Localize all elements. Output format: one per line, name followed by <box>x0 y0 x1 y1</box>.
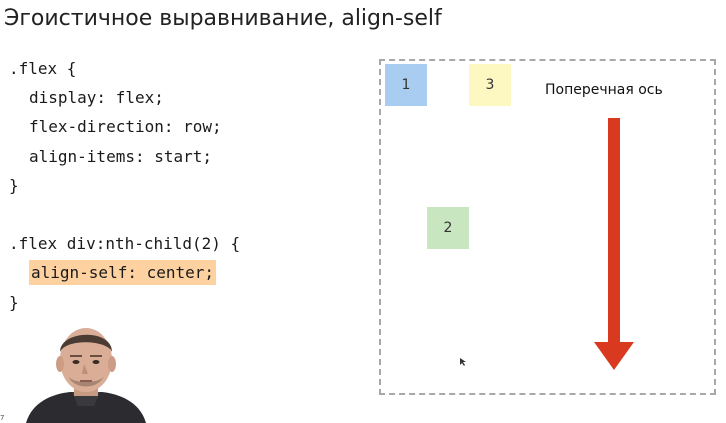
code-line-display: display: flex; <box>29 88 164 108</box>
flex-demo-container <box>379 59 716 395</box>
flex-item-3: 3 <box>469 64 511 106</box>
mouse-cursor-icon <box>460 358 466 366</box>
code-line-align-self: align-self: center; <box>9 258 349 287</box>
code-block: .flex { display: flex; flex-direction: r… <box>9 54 349 317</box>
code-line-close-brace-2: } <box>9 292 19 312</box>
cross-axis-arrow-icon <box>594 118 634 370</box>
code-line-align-items: align-items: start; <box>29 146 213 166</box>
edge-mark: 7 <box>0 414 5 422</box>
code-highlight: align-self: center; <box>29 260 217 286</box>
cross-axis-label: Поперечная ось <box>545 82 663 98</box>
code-line-close-brace: } <box>9 175 19 195</box>
code-line-flex-direction: flex-direction: row; <box>29 117 222 137</box>
slide-title: Эгоистичное выравнивание, align-self <box>4 6 442 31</box>
flex-item-2: 2 <box>427 207 469 249</box>
presenter-webcam <box>22 322 150 423</box>
flex-item-1: 1 <box>385 64 427 106</box>
code-line-blank <box>9 200 349 229</box>
code-line-nth-child-selector: .flex div:nth-child(2) { <box>9 234 241 254</box>
code-line-selector: .flex { <box>9 59 77 78</box>
